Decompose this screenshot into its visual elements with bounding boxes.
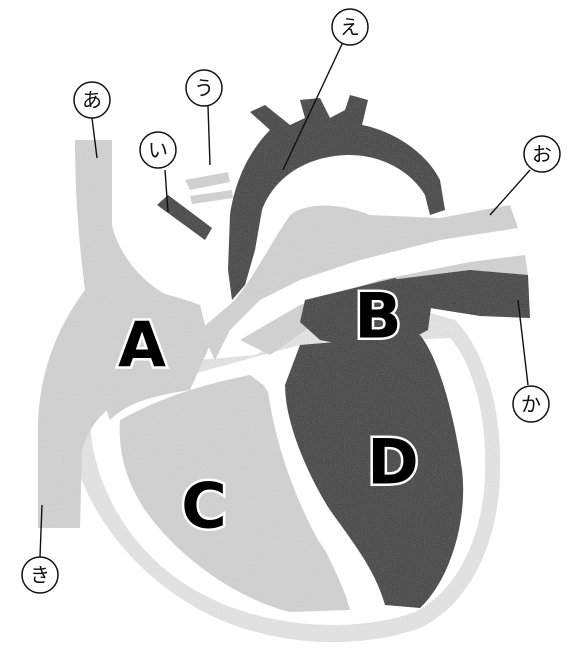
callout-i-label: い: [148, 138, 168, 162]
callout-a: あ: [74, 82, 110, 118]
callout-u-label: う: [194, 76, 214, 100]
chamber-label-b: B: [354, 280, 401, 353]
callout-e-label: え: [340, 15, 360, 39]
callout-e: え: [332, 9, 368, 45]
callout-ka: か: [513, 386, 549, 422]
small-vessels: [185, 172, 233, 204]
chamber-label-d: D: [367, 426, 418, 499]
callout-ka-label: か: [521, 392, 541, 416]
chamber-label-a: A: [118, 309, 166, 382]
leader-u: [208, 106, 210, 165]
callout-o-label: お: [532, 142, 552, 166]
callout-o: お: [524, 136, 560, 172]
callout-a-label: あ: [82, 88, 102, 112]
chamber-label-c: C: [181, 470, 227, 543]
callout-ki-label: き: [30, 563, 50, 587]
callout-i: い: [140, 132, 176, 168]
callout-ki: き: [22, 557, 58, 593]
callout-u: う: [186, 70, 222, 106]
